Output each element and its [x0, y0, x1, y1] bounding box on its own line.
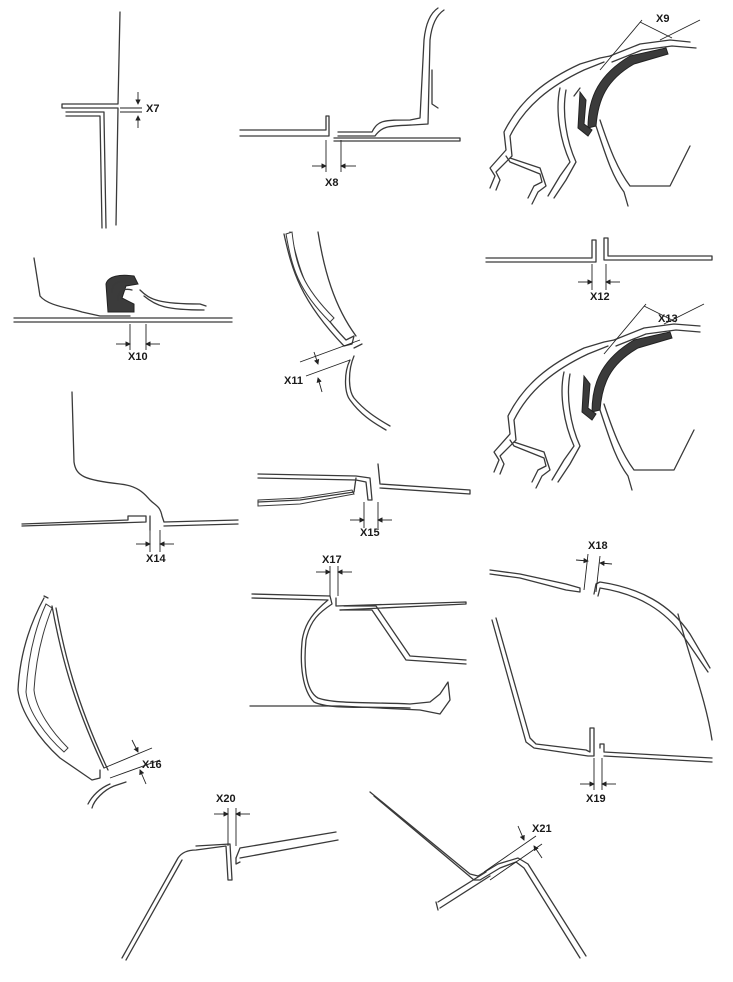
- detail-x7: X7: [61, 11, 159, 229]
- label-x17: X17: [322, 554, 342, 566]
- label-x21: X21: [532, 823, 552, 835]
- detail-x12: X12: [485, 237, 713, 303]
- label-x20: X20: [216, 793, 236, 805]
- label-x15: X15: [360, 527, 380, 539]
- label-x19: X19: [586, 793, 606, 805]
- label-x8: X8: [325, 177, 338, 189]
- label-x10: X10: [128, 351, 148, 363]
- label-x16: X16: [142, 759, 162, 771]
- label-x9: X9: [656, 13, 669, 25]
- label-x7: X7: [146, 103, 159, 115]
- detail-x15: X15: [257, 463, 471, 539]
- label-x13: X13: [658, 313, 678, 325]
- detail-x20: X20: [121, 793, 339, 961]
- detail-x9: X9: [489, 13, 701, 207]
- detail-x18: X18: [489, 540, 711, 673]
- label-x14: X14: [146, 553, 166, 565]
- detail-x10: X10: [13, 257, 233, 363]
- detail-x11: X11: [283, 231, 391, 431]
- label-x18: X18: [588, 540, 608, 552]
- detail-x21: X21: [369, 791, 587, 959]
- detail-x8: X8: [239, 7, 461, 189]
- detail-x17: X17: [249, 554, 467, 715]
- detail-x16: X16: [17, 595, 162, 809]
- label-x11: X11: [284, 375, 303, 387]
- label-x12: X12: [590, 291, 610, 303]
- detail-x13: X13: [493, 303, 705, 491]
- detail-x19: X19: [491, 613, 713, 805]
- detail-x14: X14: [21, 391, 239, 565]
